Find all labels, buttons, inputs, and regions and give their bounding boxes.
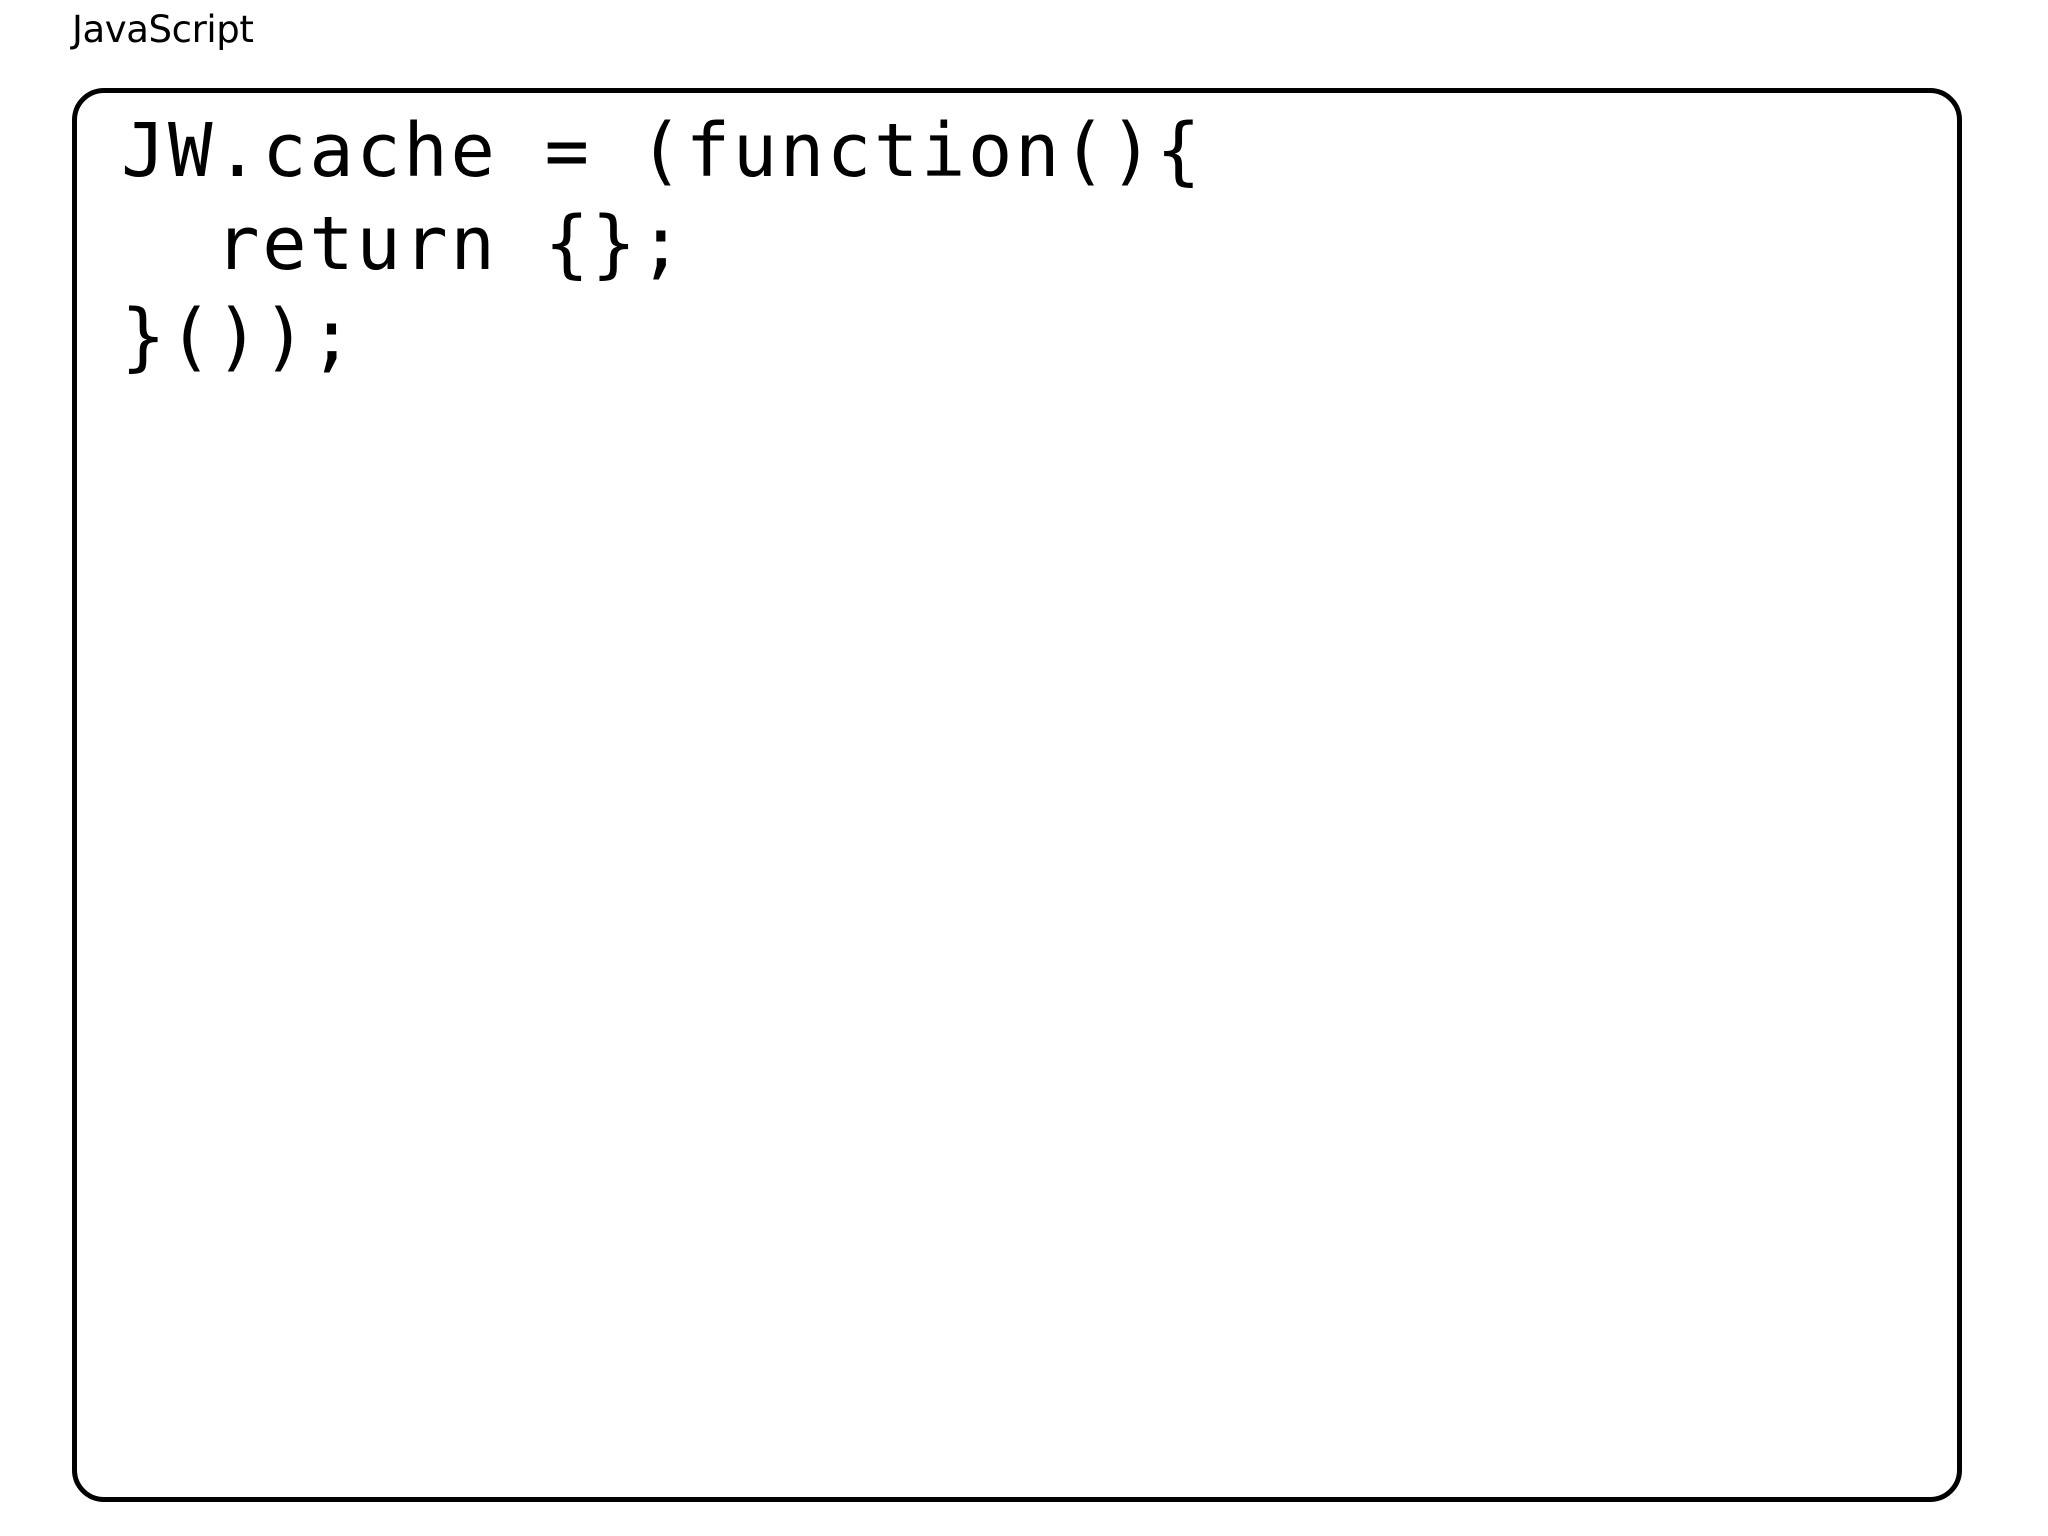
code-frame: JW.cache = (function(){ return {};}());	[72, 88, 1962, 1502]
code-block[interactable]: JW.cache = (function(){ return {};}());	[121, 105, 1937, 384]
code-line-1: JW.cache = (function(){	[121, 108, 1204, 194]
code-line-3: }());	[121, 294, 357, 380]
code-line-2: return {};	[121, 201, 686, 287]
code-language-label: JavaScript	[72, 8, 254, 51]
